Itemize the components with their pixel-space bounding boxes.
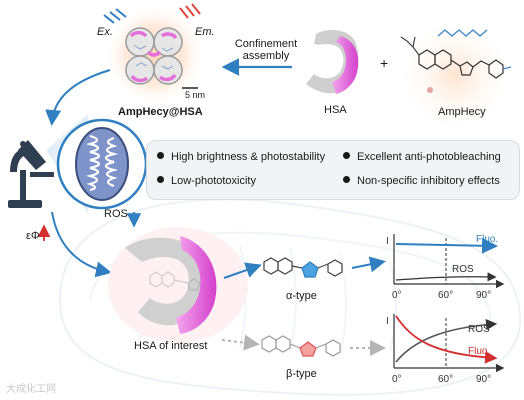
plus-sign: + — [380, 55, 389, 71]
arrow-to-beta — [221, 334, 260, 351]
feature-item: Non-specific inhibitory effects — [343, 175, 500, 187]
hsa-interest-label: HSA of interest — [134, 340, 208, 352]
tick-label: 90° — [476, 290, 491, 301]
beta-type-label: β-type — [286, 368, 317, 380]
features-box: High brightness & photostability Excelle… — [146, 140, 520, 200]
epsilon-phi-label: εΦ — [26, 230, 40, 242]
tick-label: 0° — [392, 374, 402, 385]
feature-item: Excellent anti-photobleaching — [343, 151, 501, 163]
emission-label: Em. — [195, 26, 215, 38]
scale-bar-label: 5 nm — [185, 90, 206, 100]
amphecy-molecule — [397, 17, 513, 133]
feature-item: Low-phototoxicity — [157, 175, 256, 187]
series-label-ros: ROS — [452, 264, 474, 275]
alpha-type-molecule — [263, 257, 343, 278]
alpha-type-label: α-type — [286, 290, 317, 302]
feature-text: Excellent anti-photobleaching — [357, 151, 501, 163]
series-line-fluo — [395, 315, 498, 364]
probe-label: AmpHecy — [438, 106, 486, 118]
confinement-label: Confinement assembly — [226, 38, 306, 62]
tick-label: 90° — [476, 374, 491, 385]
series-label-ros: ROS — [468, 324, 490, 335]
series-label-fluo: Fluo. — [476, 234, 498, 245]
confinement-label-line1: Confinement — [234, 38, 298, 50]
bullet-icon — [157, 176, 164, 183]
arrow-to-alpha — [223, 262, 262, 279]
mitochondrion-icon — [50, 112, 154, 216]
chart-ylabel: I — [386, 236, 389, 247]
tick-label: 60° — [438, 290, 453, 301]
feature-text: Low-phototoxicity — [171, 175, 256, 187]
amphecy-hsa-nanoparticle — [103, 3, 205, 105]
flow-arrow-1 — [45, 69, 111, 126]
series-line-fluo — [395, 237, 498, 254]
hsa-protein — [306, 29, 359, 94]
feature-text: Non-specific inhibitory effects — [357, 175, 500, 187]
hsa-of-interest — [108, 227, 248, 343]
tick-label: 60° — [438, 374, 453, 385]
ros-label: ROS — [104, 208, 128, 220]
tick-label: 0° — [392, 290, 402, 301]
feature-text: High brightness & photostability — [171, 151, 326, 163]
series-line-ros — [395, 319, 498, 363]
confinement-label-line2: assembly — [242, 50, 290, 62]
bullet-icon — [343, 152, 350, 159]
flow-arrow-2 — [51, 211, 112, 278]
arrow-to-chart-alpha — [351, 256, 386, 273]
feature-item: High brightness & photostability — [157, 151, 325, 163]
watermark: 大成化工网 — [6, 384, 56, 395]
series-label-fluo: Fluo. — [468, 346, 490, 357]
series-line-ros — [395, 272, 497, 282]
complex-label: AmpHecy@HSA — [118, 106, 203, 118]
beta-type-molecule — [261, 335, 341, 357]
excitation-label: Ex. — [97, 26, 113, 38]
bullet-icon — [343, 176, 350, 183]
microscope-icon — [8, 140, 54, 208]
chart-beta: I ROS Fluo. 0° 60° 90° — [386, 314, 505, 385]
chart-alpha: I Fluo. ROS 0° 60° 90° — [386, 234, 505, 301]
hsa-label: HSA — [324, 104, 347, 116]
bullet-icon — [157, 152, 164, 159]
chart-ylabel: I — [386, 316, 389, 327]
